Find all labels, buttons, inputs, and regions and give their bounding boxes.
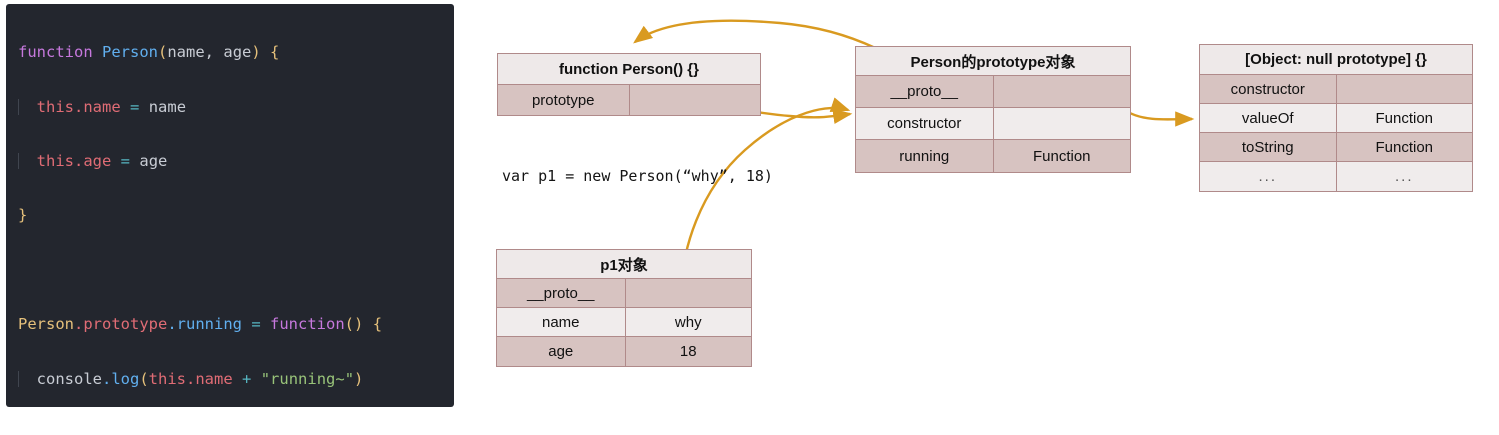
row-key: valueOf bbox=[1200, 104, 1337, 132]
row-key: __proto__ bbox=[497, 279, 626, 307]
row-value bbox=[626, 279, 752, 307]
table-row: __proto__ bbox=[856, 76, 1130, 108]
code-line-7: console.log(this.name + "running~") bbox=[18, 366, 454, 393]
code-line-5 bbox=[18, 257, 454, 284]
table-title: p1对象 bbox=[497, 250, 751, 279]
code-lines: function Person(name, age) { this.name =… bbox=[6, 12, 454, 407]
code-editor-panel: function Person(name, age) { this.name =… bbox=[6, 4, 454, 407]
code-line-1: function Person(name, age) { bbox=[18, 43, 280, 62]
table-object-null-prototype: [Object: null prototype] {} constructor … bbox=[1199, 44, 1473, 192]
row-key: name bbox=[497, 308, 626, 336]
row-value: ... bbox=[1394, 168, 1414, 185]
code-line-3: this.age = age bbox=[18, 148, 454, 175]
table-row: constructor bbox=[1200, 75, 1472, 104]
table-row: toString Function bbox=[1200, 133, 1472, 162]
table-row: name why bbox=[497, 308, 751, 337]
instantiation-note: var p1 = new Person(“why”, 18) bbox=[502, 167, 773, 185]
row-value bbox=[994, 76, 1131, 107]
row-value: Function bbox=[1032, 147, 1091, 165]
table-row: constructor bbox=[856, 108, 1130, 140]
code-line-2: this.name = name bbox=[18, 94, 454, 121]
table-row: valueOf Function bbox=[1200, 104, 1472, 133]
row-value: Function bbox=[1375, 138, 1434, 156]
row-key: ... bbox=[1200, 162, 1337, 191]
table-row: running Function bbox=[856, 140, 1130, 172]
table-title: [Object: null prototype] {} bbox=[1200, 45, 1472, 75]
code-line-4: } bbox=[18, 206, 28, 225]
table-title: function Person() {} bbox=[498, 54, 760, 85]
row-key: age bbox=[497, 337, 626, 366]
table-row: age 18 bbox=[497, 337, 751, 366]
table-person-prototype: Person的prototype对象 __proto__ constructor… bbox=[855, 46, 1131, 173]
table-row: __proto__ bbox=[497, 279, 751, 308]
row-value bbox=[994, 108, 1131, 139]
row-key: prototype bbox=[498, 85, 630, 115]
table-row: prototype bbox=[498, 85, 760, 115]
row-value bbox=[630, 85, 761, 115]
row-value bbox=[1337, 75, 1473, 103]
row-key: __proto__ bbox=[856, 76, 994, 107]
table-row: ... ... bbox=[1200, 162, 1472, 191]
code-line-6: Person.prototype.running = function() { bbox=[18, 315, 383, 334]
table-p1-object: p1对象 __proto__ name why age 18 bbox=[496, 249, 752, 367]
row-key: constructor bbox=[1200, 75, 1337, 103]
row-value: why bbox=[674, 313, 702, 331]
table-function-person: function Person() {} prototype bbox=[497, 53, 761, 116]
row-key: running bbox=[856, 140, 994, 172]
table-title: Person的prototype对象 bbox=[856, 47, 1130, 76]
row-value: Function bbox=[1375, 109, 1434, 127]
row-key: constructor bbox=[856, 108, 994, 139]
row-key: toString bbox=[1200, 133, 1337, 161]
row-value: 18 bbox=[679, 343, 697, 360]
